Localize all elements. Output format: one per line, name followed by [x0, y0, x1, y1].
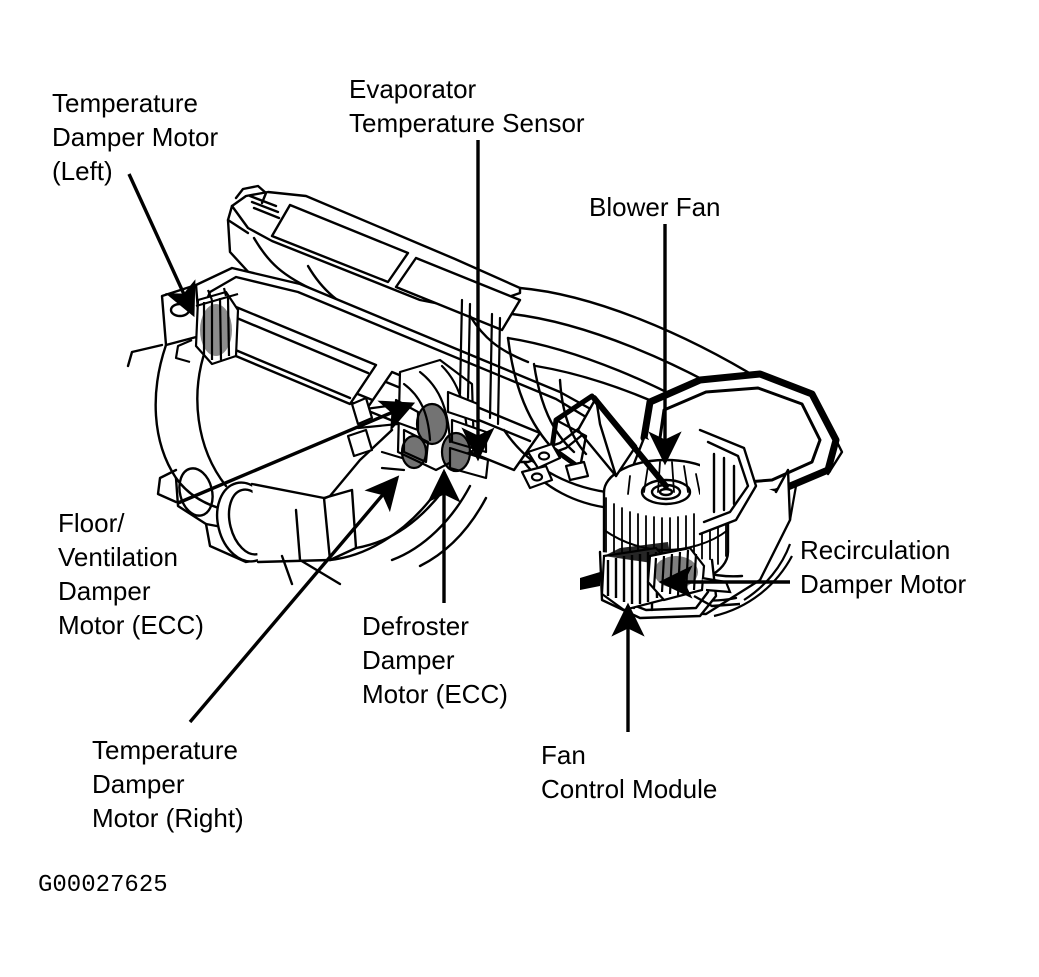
right-skirt-line-1 [713, 555, 793, 618]
left-housing-skirt-4 [418, 496, 488, 568]
temp-motor-left-stipple [200, 304, 232, 356]
center-motor-stipple-group [402, 404, 470, 471]
lower-body-bulge-2 [196, 346, 228, 488]
case-bottom-contour [294, 508, 342, 586]
damper-motor-center-c [402, 436, 426, 468]
damper-motor-center-c-outline [400, 434, 428, 470]
recirc-motor-linkage [693, 594, 741, 608]
left-housing-skirt [328, 498, 432, 562]
fcm-connector [580, 572, 600, 590]
recirc-duct-sweep [591, 395, 669, 489]
callout-temperature-damper-motor-left: Temperature Damper Motor (Left) [52, 88, 219, 186]
left-housing-skirt-3 [390, 484, 472, 562]
callout-recirculation-damper-motor: Recirculation Damper Motor [800, 535, 967, 599]
leader-temperature-damper-motor-right [188, 475, 400, 724]
case-bottom-contour-2 [280, 554, 294, 586]
damper-motor-center-a-outline [415, 402, 449, 446]
case-foot-left [156, 468, 178, 504]
blower-fan-hub-outer [640, 478, 692, 506]
blower-scroll-ribs [712, 452, 736, 514]
blower-fan-hub-inner [658, 487, 674, 497]
right-housing-detail-group [520, 442, 798, 618]
damper-motor-center-a [417, 404, 447, 444]
intake-vane-thick [549, 393, 595, 471]
linkage-pin-b [380, 466, 406, 472]
callout-temperature-damper-motor-right: Temperature Damper Motor (Right) [92, 735, 244, 833]
temp-motor-left-rib-3 [218, 297, 223, 361]
mount-tab-b-hole [530, 472, 544, 482]
cowl-sweep-1 [518, 286, 782, 394]
linkage-bracket-2 [346, 428, 374, 458]
left-flange-lower-edge [126, 343, 164, 368]
temp-motor-left-shaft [206, 287, 228, 301]
temp-motor-left-bracket [174, 338, 193, 364]
intake-vane-brace [554, 418, 588, 470]
temp-motor-left-cap [195, 292, 239, 308]
callout-evaporator-temperature-sensor: Evaporator Temperature Sensor [349, 74, 585, 138]
callout-floor-ventilation-damper-motor: Floor/ Ventilation Damper Motor (ECC) [58, 508, 204, 640]
callout-defroster-damper-motor: Defroster Damper Motor (ECC) [362, 611, 508, 709]
upper-deck-tab-ribs [248, 194, 281, 220]
callout-fan-control-module: Fan Control Module [541, 740, 718, 804]
cowl-drop-1 [506, 336, 558, 454]
upper-deck-panel-b [394, 256, 522, 332]
linkage-vert-rod-1 [458, 298, 464, 396]
blower-scroll-wall-2 [702, 440, 750, 524]
linkage-bracket [350, 396, 374, 426]
cowl-drop-3 [558, 378, 588, 456]
case-upper-left-wall [226, 218, 254, 278]
callout-blower-fan: Blower Fan [589, 192, 721, 222]
mount-tab-c [564, 460, 590, 482]
mount-tab-a-hole [537, 451, 551, 461]
linkage-vert-rod-2 [466, 302, 472, 400]
upper-deck-panel-a [270, 203, 410, 284]
temperature-damper-motor-left-part [174, 287, 240, 366]
case-mid-swoop-3 [468, 314, 530, 364]
leader-floor-ventilation-damper-motor [177, 400, 416, 505]
duct-outlet-body-edge [322, 488, 358, 562]
cowl-drop-2 [532, 362, 576, 454]
mount-tab-b [520, 464, 554, 490]
upper-deck-tab [234, 184, 268, 205]
linkage-vert-rod-3 [488, 312, 494, 420]
case-right-edge [788, 485, 798, 521]
leader-temperature-damper-motor-left [127, 173, 196, 318]
linkage-pin-a [380, 450, 404, 460]
leader-lines-group [127, 140, 790, 732]
mount-tab-a [526, 442, 562, 470]
figure-id-code: G00027625 [38, 872, 168, 899]
temp-motor-left-rib-4 [226, 297, 231, 357]
linkage-arm-2 [418, 370, 452, 444]
duct-outlet-body [250, 482, 332, 564]
linkage-vert-rod-4 [496, 316, 502, 426]
blower-rim-lip [826, 438, 844, 476]
right-skirt-line-2 [743, 543, 792, 601]
